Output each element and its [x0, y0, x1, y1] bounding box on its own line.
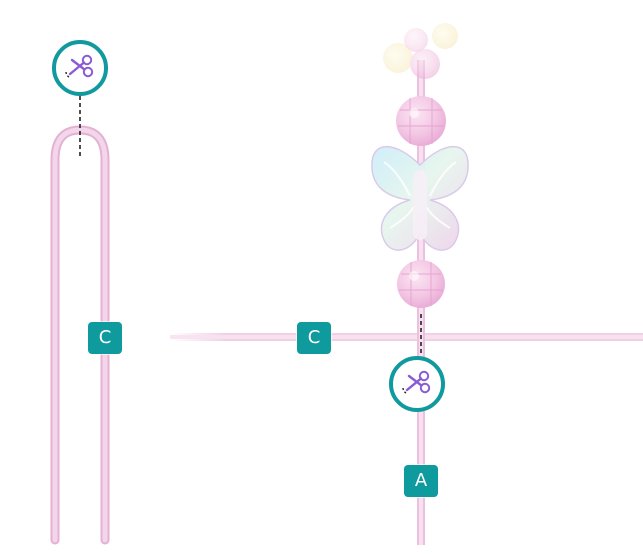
cut-badge-top: [52, 40, 108, 96]
label-a: A: [404, 465, 438, 497]
label-c-left: C: [88, 322, 122, 354]
faded-beads-top: [383, 23, 458, 79]
butterfly-bead: [371, 145, 469, 251]
label-c-right: C: [297, 322, 331, 354]
bead-lower: [397, 260, 445, 308]
scissors-icon: [402, 370, 431, 394]
scissors-icon: [65, 54, 94, 78]
horizontal-cord-c: [170, 333, 643, 341]
folded-cord-left: [50, 96, 110, 545]
cut-badge-bottom: [389, 356, 445, 412]
bead-upper: [396, 96, 446, 146]
